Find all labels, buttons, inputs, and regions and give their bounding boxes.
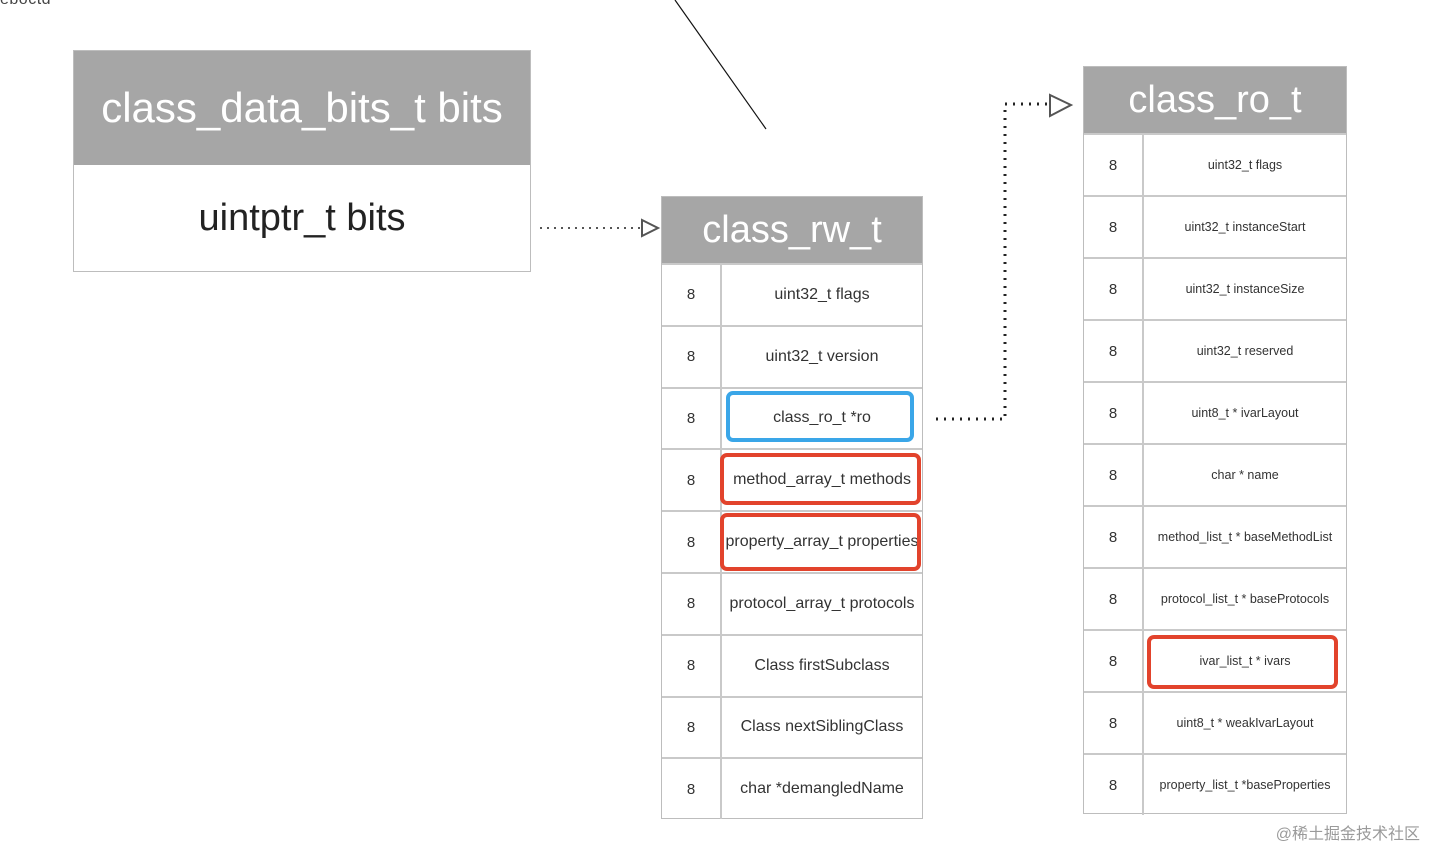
row-size-value: 8: [1084, 197, 1144, 257]
class-ro-t-row: 8 property_list_t *baseProperties: [1084, 753, 1346, 815]
row-field-name: uint32_t flags: [774, 285, 870, 303]
row-field-name: property_list_t *baseProperties: [1159, 778, 1331, 792]
row-field-name: class_ro_t *ro: [773, 409, 871, 427]
row-size-value: 8: [662, 388, 722, 449]
row-size-value: 8: [662, 759, 722, 820]
row-field-name: uint8_t * ivarLayout: [1191, 406, 1299, 420]
highlight-box-blue: [726, 390, 914, 443]
class-rw-t-row: 8 protocol_array_t protocols: [662, 572, 922, 634]
row-size-value: 8: [662, 574, 722, 634]
class-ro-t-row: 8 char * name: [1084, 443, 1346, 505]
row-field-name: Class nextSiblingClass: [740, 718, 904, 736]
row-field-name: uint32_t instanceStart: [1184, 220, 1306, 234]
highlight-box-red: [720, 453, 921, 506]
bits-struct-title: class_data_bits_t bits: [74, 51, 530, 165]
row-field-name: uint8_t * weakIvarLayout: [1176, 716, 1314, 730]
diagonal-line: [674, 0, 767, 130]
highlight-box-red: [720, 513, 921, 571]
class-rw-t-row: 8 class_ro_t *ro: [662, 386, 922, 449]
rw-to-ro-arrow-line: [936, 102, 1050, 421]
row-field-name: uint32_t reserved: [1196, 344, 1294, 358]
class-rw-t-table: class_rw_t 8 uint32_t flags 8 uint32_t vers…: [661, 196, 923, 820]
class-ro-t-row: 8 uint8_t * ivarLayout: [1084, 381, 1346, 443]
class-ro-t-row: 8 protocol_list_t * baseProtocols: [1084, 567, 1346, 629]
row-size-value: 8: [662, 326, 722, 387]
row-field-name: Class firstSubclass: [754, 656, 890, 674]
rw-to-ro-arrowhead: [1049, 93, 1074, 118]
row-field-name: uint32_t version: [765, 347, 879, 365]
class-ro-t-row: 8 uint32_t instanceStart: [1084, 195, 1346, 257]
row-field-name: method_list_t * baseMethodList: [1157, 530, 1333, 544]
row-field-name: ivar_list_t * ivars: [1199, 654, 1291, 668]
row-size-value: 8: [1084, 321, 1144, 381]
row-size-value: 8: [1084, 569, 1144, 629]
corner-text-fragment: eboctd: [0, 0, 51, 9]
class-ro-t-title: class_ro_t: [1084, 67, 1346, 133]
class-rw-t-row: 8 Class firstSubclass: [662, 633, 922, 696]
bits-to-rw-arrowhead: [641, 218, 661, 238]
row-field-name: method_array_t methods: [733, 471, 911, 489]
row-size-value: 8: [662, 635, 722, 696]
watermark-text: @稀土掘金技术社区: [1275, 826, 1420, 843]
class-ro-t-table: class_ro_t 8 uint32_t flags 8 uint32_t inst…: [1083, 66, 1347, 815]
class-ro-t-row: 8 method_list_t * baseMethodList: [1084, 505, 1346, 567]
row-field-name: char * name: [1211, 468, 1279, 482]
row-field-name: uint32_t instanceSize: [1185, 282, 1305, 296]
class-ro-t-row: 8 uint8_t * weakIvarLayout: [1084, 691, 1346, 753]
class-rw-t-row: 8 uint32_t flags: [662, 263, 922, 325]
row-size-value: 8: [1084, 631, 1144, 691]
row-size-value: 8: [1084, 755, 1144, 815]
row-field-name: protocol_list_t * baseProtocols: [1160, 592, 1330, 606]
row-field-name: protocol_array_t protocols: [729, 594, 915, 612]
class-rw-t-row: 8 Class nextSiblingClass: [662, 695, 922, 758]
row-size-value: 8: [1084, 135, 1144, 195]
row-size-value: 8: [1084, 507, 1144, 567]
class-rw-t-row: 8 uint32_t version: [662, 324, 922, 387]
row-size-value: 8: [1084, 693, 1144, 753]
row-size-value: 8: [1084, 445, 1144, 505]
row-field-name: property_array_t properties: [725, 533, 919, 551]
class-ro-t-row: 8 uint32_t reserved: [1084, 319, 1346, 381]
class-rw-t-title: class_rw_t: [662, 197, 922, 263]
class-rw-t-row: 8 char *demangledName: [662, 757, 922, 820]
row-field-name: char *demangledName: [740, 780, 904, 798]
row-size-value: 8: [662, 697, 722, 758]
row-field-name: uint32_t flags: [1207, 158, 1283, 172]
row-size-value: 8: [1084, 259, 1144, 319]
class-ro-t-row: 8 ivar_list_t * ivars: [1084, 629, 1346, 691]
bits-struct-content: uintptr_t bits: [198, 197, 406, 239]
class-ro-t-row: 8 uint32_t flags: [1084, 133, 1346, 195]
bits-struct-box: class_data_bits_t bits uintptr_t bits: [73, 50, 531, 272]
row-size-value: 8: [662, 265, 722, 325]
class-ro-t-row: 8 uint32_t instanceSize: [1084, 257, 1346, 319]
row-size-value: 8: [1084, 383, 1144, 443]
highlight-box-red: [1147, 635, 1338, 689]
